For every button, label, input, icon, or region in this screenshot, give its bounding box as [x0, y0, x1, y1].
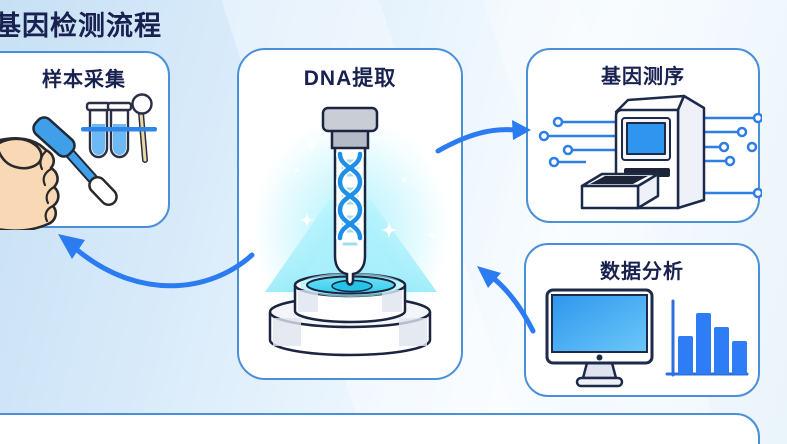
- bottom-panel: [0, 413, 760, 444]
- sequencer-icon: [580, 94, 706, 210]
- arrow-to-sample-icon: [73, 246, 255, 289]
- test-tubes-icon: [85, 101, 133, 159]
- gene-sequencing-illustration: [538, 94, 762, 210]
- data-analysis-title: 数据分析: [600, 261, 684, 283]
- platform-icon: [268, 272, 432, 357]
- dna-helix: [335, 150, 365, 246]
- card-gene-sequencing: 基因测序: [526, 48, 762, 223]
- bar-chart-icon: [665, 299, 749, 377]
- sample-collection-title: 样本采集: [42, 69, 126, 91]
- arrowhead: [58, 234, 85, 259]
- hand-swab-icon: [0, 116, 118, 230]
- dna-tube-icon: [321, 106, 379, 286]
- sparkles: [295, 136, 437, 240]
- card-sample-collection: 样本采集: [0, 51, 170, 230]
- page-title: 基因检测流程: [0, 11, 162, 41]
- cotton-swab-icon: [131, 93, 153, 163]
- rack-bar: [81, 127, 157, 132]
- dna-extraction-illustration: [251, 106, 451, 357]
- arrowhead: [477, 266, 501, 288]
- data-analysis-illustration: [545, 288, 749, 388]
- card-data-analysis: 数据分析: [524, 243, 760, 397]
- dna-extraction-title: DNA提取: [303, 67, 397, 90]
- card-dna-extraction: DNA提取: [237, 48, 463, 380]
- sample-collection-illustration: [0, 93, 157, 230]
- gene-sequencing-title: 基因测序: [601, 66, 685, 88]
- monitor-icon: [545, 288, 654, 388]
- circuit-lines-icon: [538, 112, 762, 199]
